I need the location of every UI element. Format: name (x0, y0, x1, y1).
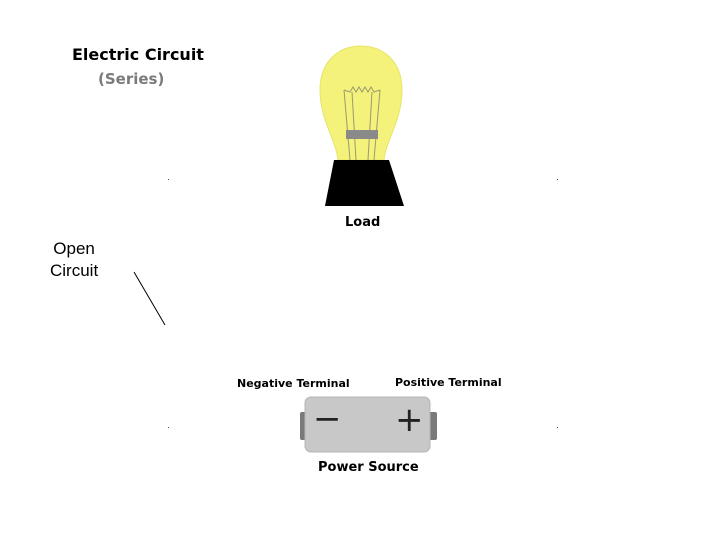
bulb-base (325, 160, 404, 206)
battery-icon (300, 396, 437, 453)
open-switch (133, 271, 166, 326)
light-bulb-icon (319, 45, 404, 206)
bulb-filament (343, 86, 381, 161)
battery-body (304, 396, 431, 453)
bulb-stem (346, 130, 378, 139)
bulb-glass (319, 45, 403, 161)
power-source-label: Power Source (318, 460, 419, 475)
minus-sign-icon: − (313, 399, 342, 439)
open-circuit-label: Open Circuit (50, 238, 98, 282)
wire-corner-top-left (168, 179, 169, 180)
plus-sign-icon: + (395, 400, 424, 440)
negative-terminal-label: Negative Terminal (237, 377, 350, 390)
diagram-title: Electric Circuit (72, 45, 204, 64)
wire-corner-bottom-left (168, 427, 169, 428)
diagram-subtitle: (Series) (98, 70, 165, 88)
open-circuit-label-line2: Circuit (50, 261, 99, 280)
load-label: Load (345, 215, 381, 230)
wire-corner-bottom-right (557, 427, 558, 428)
wire-corner-top-right (557, 179, 558, 180)
positive-terminal-label: Positive Terminal (395, 376, 502, 389)
open-circuit-label-line1: Open (53, 239, 95, 258)
